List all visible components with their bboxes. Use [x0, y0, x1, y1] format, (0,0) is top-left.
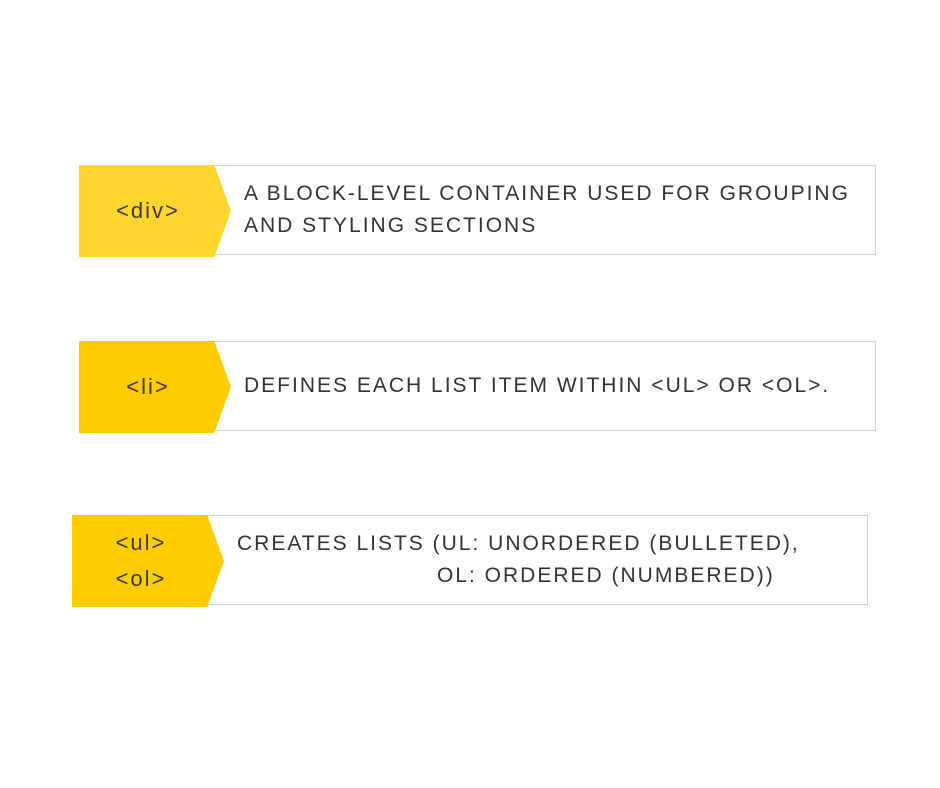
info-card-div: <div> A BLOCK-LEVEL CONTAINER USED FOR G… [79, 165, 876, 257]
tag-label-li: <li> [79, 341, 231, 433]
card-description: A BLOCK-LEVEL CONTAINER USED FOR GROUPIN… [244, 166, 850, 254]
description-line: CREATES LISTS (UL: UNORDERED (BULLETED), [237, 532, 800, 555]
description-line: A BLOCK-LEVEL CONTAINER USED FOR GROUPIN… [244, 182, 850, 205]
info-card-ul-ol: <ul> <ol> CREATES LISTS (UL: UNORDERED (… [72, 515, 868, 607]
card-description: DEFINES EACH LIST ITEM WITHIN <UL> OR <O… [244, 342, 830, 430]
tag-label-ul-ol: <ul> <ol> [72, 515, 224, 607]
description-line: OL: ORDERED (NUMBERED)) [437, 564, 775, 587]
tag-label-div: <div> [79, 165, 231, 257]
description-line: AND STYLING SECTIONS [244, 214, 538, 237]
card-description: CREATES LISTS (UL: UNORDERED (BULLETED),… [237, 516, 800, 604]
info-card-li: <li> DEFINES EACH LIST ITEM WITHIN <UL> … [79, 341, 876, 433]
tag-text: <div> [116, 198, 180, 223]
tag-text: <ul> [115, 530, 167, 555]
tag-text: <li> [126, 374, 170, 399]
tag-text: <ol> [115, 566, 167, 591]
description-line: DEFINES EACH LIST ITEM WITHIN <UL> OR <O… [244, 374, 831, 397]
